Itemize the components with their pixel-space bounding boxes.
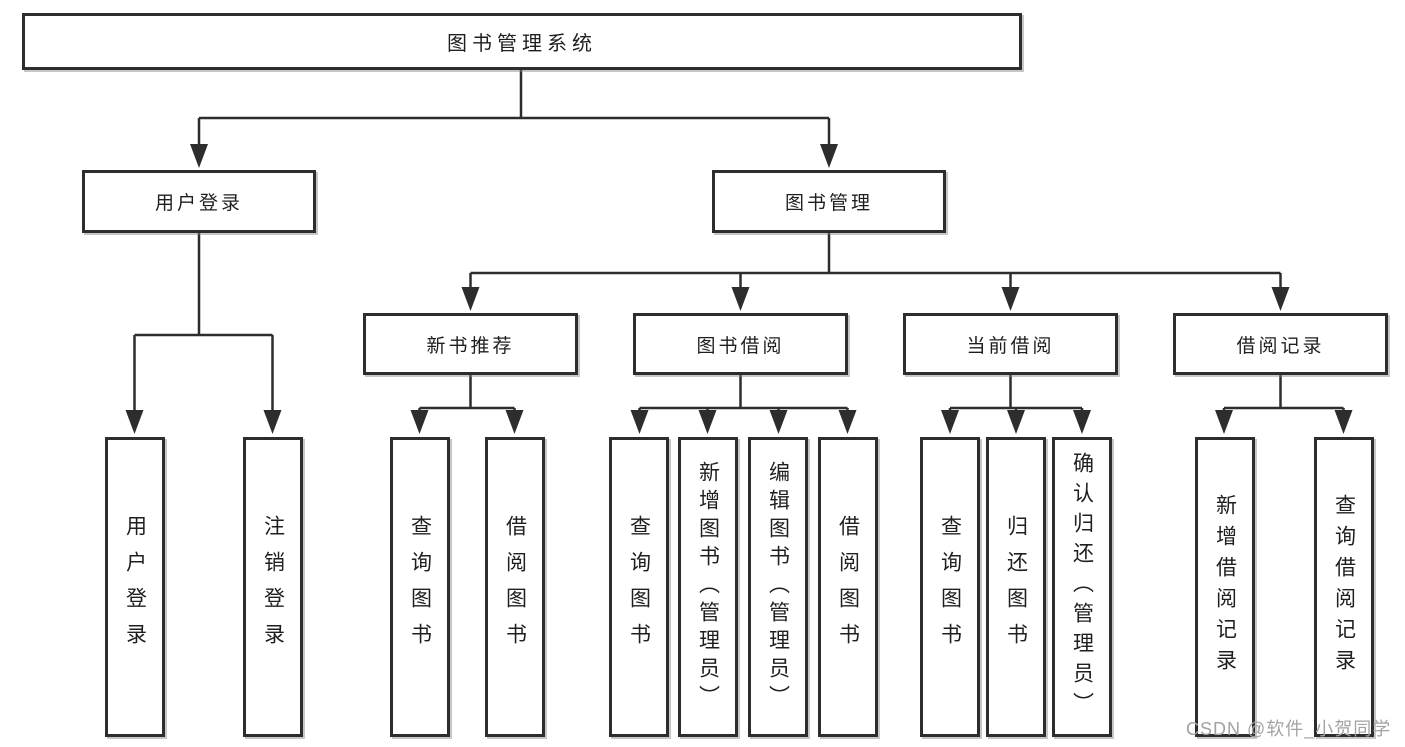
leaf-user-login-label: 用户登录 (123, 515, 147, 659)
leaf-current-query-books: 查询图书 (920, 437, 980, 737)
leaf-borrowing-query-books: 查询图书 (609, 437, 669, 737)
leaf-return-books: 归还图书 (986, 437, 1046, 737)
node-book-borrowing: 图书借阅 (633, 313, 848, 375)
leaf-add-borrow-record: 新增借阅记录 (1195, 437, 1255, 737)
node-book-borrowing-label: 图书借阅 (696, 335, 785, 357)
node-current-borrowing: 当前借阅 (903, 313, 1118, 375)
leaf-return-books-label: 归还图书 (1004, 515, 1028, 659)
node-new-book-recommendation: 新书推荐 (363, 313, 578, 375)
leaf-add-borrow-record-label: 新增借阅记录 (1213, 494, 1237, 680)
leaf-recommend-query-books: 查询图书 (390, 437, 450, 737)
connector-userlogin-to-leaves (133, 233, 274, 412)
node-book-management: 图书管理 (712, 170, 946, 233)
node-borrowing-records: 借阅记录 (1173, 313, 1388, 375)
leaf-edit-book-admin: 编辑图书（管理员） (748, 437, 808, 737)
leaf-edit-book-admin-label: 编辑图书（管理员） (766, 461, 790, 713)
node-borrowing-records-label: 借阅记录 (1236, 335, 1325, 357)
leaf-borrow-books: 借阅图书 (818, 437, 878, 737)
leaf-query-borrow-record: 查询借阅记录 (1314, 437, 1374, 737)
node-new-book-recommendation-label: 新书推荐 (426, 335, 515, 357)
node-current-borrowing-label: 当前借阅 (966, 335, 1055, 357)
leaf-recommend-borrow-books: 借阅图书 (485, 437, 545, 737)
leaf-borrow-books-label: 借阅图书 (836, 515, 860, 659)
node-user-login: 用户登录 (82, 170, 316, 233)
leaf-current-query-books-label: 查询图书 (938, 515, 962, 659)
node-library-system: 图书管理系统 (22, 13, 1022, 70)
connector-bookmgmt-to-level3 (469, 233, 1282, 289)
leaf-add-book-admin-label: 新增图书（管理员） (696, 461, 720, 713)
connector-newbook-to-leaves (418, 375, 516, 412)
leaf-recommend-borrow-books-label: 借阅图书 (503, 515, 527, 659)
connector-records-to-leaves (1222, 375, 1345, 412)
node-library-system-label: 图书管理系统 (447, 33, 597, 55)
leaf-add-book-admin: 新增图书（管理员） (678, 437, 738, 737)
connector-root-to-level2 (197, 70, 831, 146)
leaf-user-login: 用户登录 (105, 437, 165, 737)
leaf-logout: 注销登录 (243, 437, 303, 737)
leaf-query-borrow-record-label: 查询借阅记录 (1332, 494, 1356, 680)
connector-current-to-leaves (948, 375, 1084, 412)
leaf-recommend-query-books-label: 查询图书 (408, 515, 432, 659)
leaf-confirm-return-admin-label: 确认归还（管理员） (1070, 452, 1094, 722)
leaf-confirm-return-admin: 确认归还（管理员） (1052, 437, 1112, 737)
leaf-borrowing-query-books-label: 查询图书 (627, 515, 651, 659)
node-user-login-label: 用户登录 (154, 193, 243, 214)
connector-borrowing-to-leaves (638, 375, 849, 412)
node-book-management-label: 图书管理 (784, 193, 873, 214)
csdn-watermark: CSDN @软件_小贺同学 (1186, 719, 1392, 739)
leaf-logout-label: 注销登录 (261, 515, 285, 659)
